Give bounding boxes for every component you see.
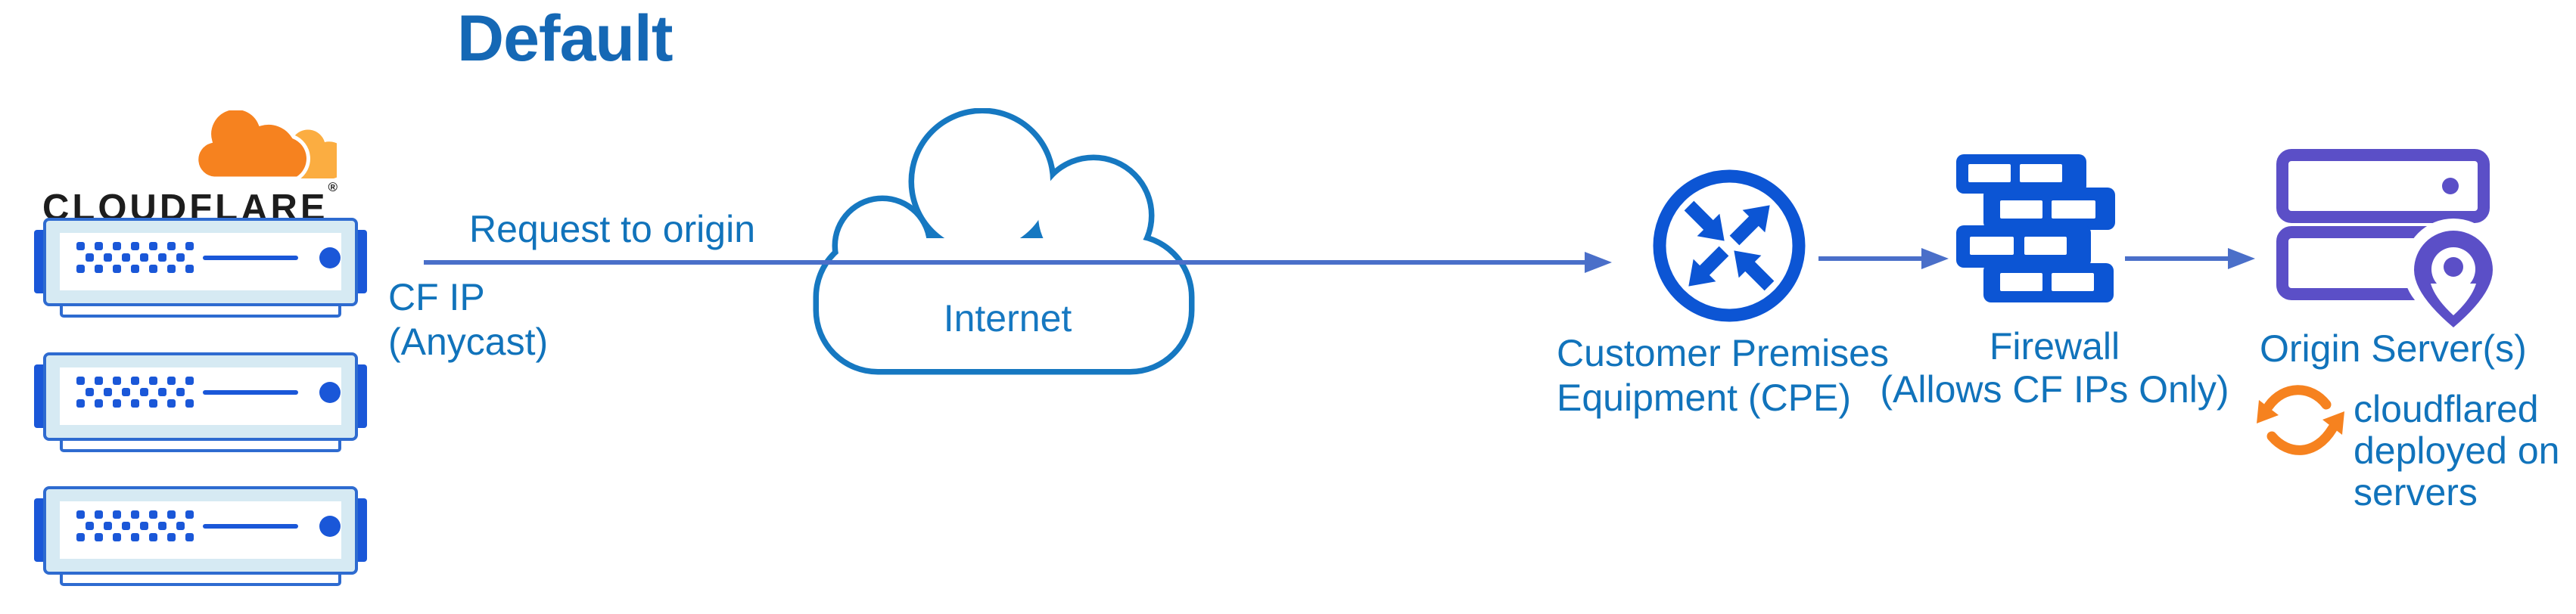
cpe-line1: Customer Premises [1557,332,1889,374]
edge-server-icon [34,486,367,588]
origin-server-icon [2276,149,2497,327]
cloudflared-note-line2: deployed on [2354,429,2560,472]
cpe-line2: Equipment (CPE) [1557,377,1852,419]
edge-server-icon [34,352,367,454]
firewall-line2: (Allows CF IPs Only) [1880,368,2229,411]
router-arrows [1684,200,1775,291]
page-title: Default [457,2,673,75]
internet-label: Internet [943,297,1072,340]
location-pin-icon [2414,231,2493,327]
cloudflare-cloud-logo-icon [194,110,337,180]
firewall-brick-holes [1968,164,2095,291]
flow-arrow-icon [1818,248,1949,269]
registered-mark: ® [328,180,338,194]
flow-arrow-icon [424,252,1612,273]
edge-server-icon [34,218,367,318]
cloudflared-note-line1: cloudflared [2354,388,2539,430]
cf-ip-line2: (Anycast) [388,321,549,363]
sync-arrows-icon [2257,385,2344,455]
cloudflared-note-line3: servers [2354,471,2478,513]
firewall-line1: Firewall [1989,325,2120,367]
origin-servers-label: Origin Server(s) [2260,327,2527,370]
cf-ip-anycast-label: CF IP (Anycast) [388,275,548,364]
internet-cloud-icon [813,108,1195,375]
logo-main-cloud [194,110,310,180]
flow-arrow-icon [2125,248,2255,269]
cloudflared-note: cloudflared deployed on servers [2354,389,2559,513]
firewall-brick-icon [1956,154,2115,302]
request-to-origin-label: Request to origin [469,208,756,250]
cf-ip-line1: CF IP [388,276,485,318]
cpe-router-icon [1653,169,1806,322]
cpe-label: Customer Premises Equipment (CPE) [1557,331,1889,420]
server-vent-dots [76,242,194,273]
firewall-label: Firewall (Allows CF IPs Only) [1877,325,2232,411]
